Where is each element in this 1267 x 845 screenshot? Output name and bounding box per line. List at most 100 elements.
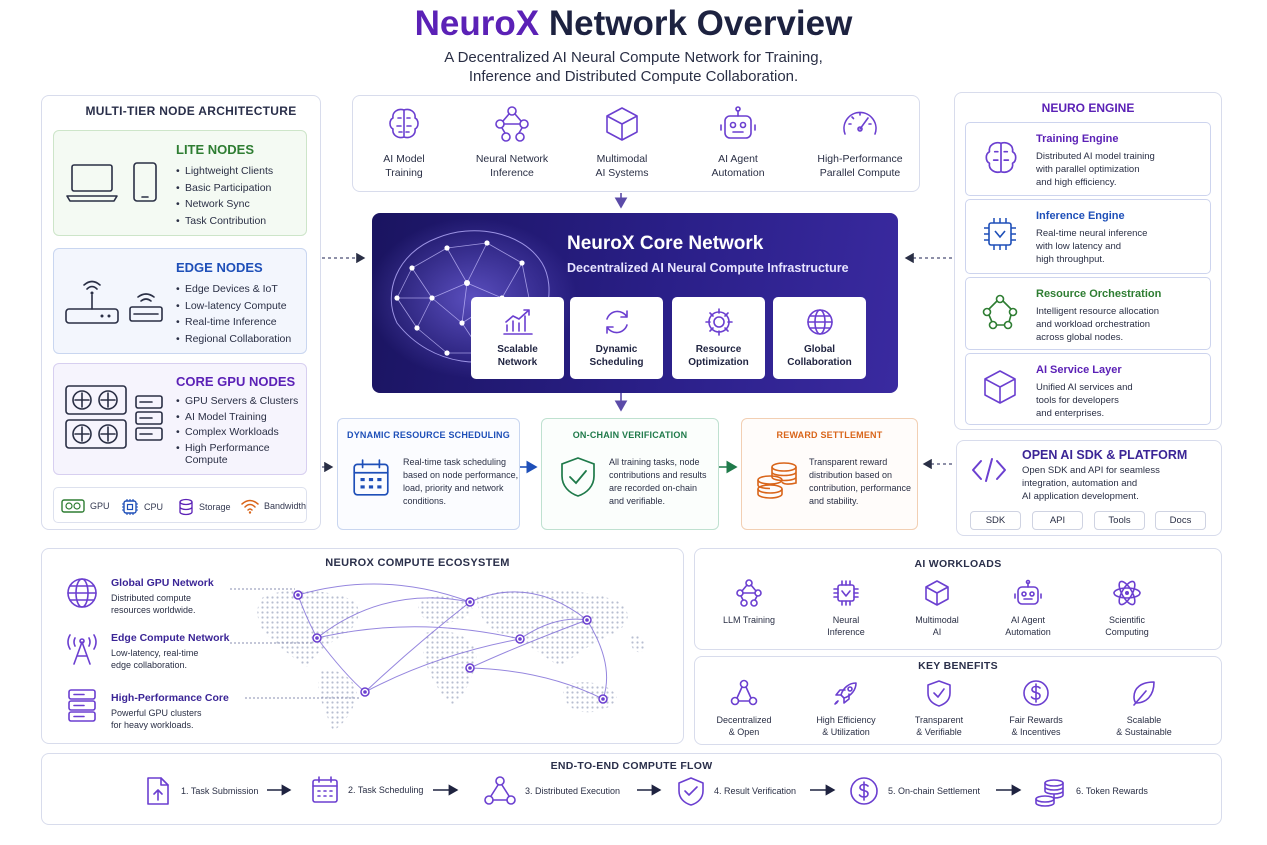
list-item: Real-time Inference [176,314,291,331]
tools-button[interactable]: Tools [1094,511,1145,530]
rocket-icon [834,682,857,705]
desc-line: with parallel optimization [1036,164,1140,175]
desc-line: and workload orchestration [1036,319,1151,330]
legend-bandwidth-label: Bandwidth [264,501,307,511]
capability-label-line1: Neural Network [475,153,549,165]
list-item-continued: Compute [176,454,298,467]
refresh-cycle-icon [605,310,628,334]
gpu-server-icon [65,385,163,449]
process-verification-title: ON-CHAIN VERIFICATION [572,430,688,440]
resource-legend [53,487,307,523]
benefit-label: High Efficiency [816,715,876,725]
workloads-title: AI WORKLOADS [914,558,1002,570]
capability-label-line2: Automation [711,167,765,179]
cube-icon [606,107,638,141]
network-graph-icon [982,294,1018,330]
flow-step-rewards: 6. Token Rewards [1032,775,1148,807]
tier-lite-title: LITE NODES [176,142,255,157]
docs-button[interactable]: Docs [1155,511,1206,530]
ecosystem-item-desc: Distributed compute resources worldwide. [111,592,196,616]
benefit-decentralized: Decentralized& Open [699,678,789,738]
dollar-coin-icon [850,777,878,805]
list-item: High Performance [176,441,298,457]
desc-line: Intelligent resource allocation [1036,306,1160,317]
neural-nodes-icon [495,106,529,142]
tier-lite-nodes: LITE NODES Lightweight Clients Basic Par… [53,130,307,236]
core-card-line2: Collaboration [787,357,852,368]
engine-orchestration-title: Resource Orchestration [1036,288,1162,300]
world-map-graphic [230,583,645,731]
brain-icon [389,108,419,139]
core-card-line1: Dynamic [595,344,638,355]
ecosystem-item-title: Global GPU Network [111,577,214,589]
workload-label: AI Agent [1010,615,1046,625]
capability-ai-model-training: AI Model Training [354,104,454,180]
title-brand: NeuroX [414,4,540,43]
desc-line: Distributed compute [111,593,192,603]
robot-icon [720,106,756,139]
brain-icon [985,141,1017,173]
desc-line: and stability. [809,496,859,506]
benefit-label: Fair Rewards [1009,715,1063,725]
tier-core-gpu-title: CORE GPU NODES [176,374,296,389]
gear-icon [704,308,733,336]
cpu-icon [122,499,138,515]
desc-line: contribution, performance [809,483,912,493]
cube-icon [984,370,1016,404]
flow-step-label: 2. Task Scheduling [348,785,424,795]
flow-step-submission: 1. Task Submission [143,775,258,807]
engine-inference: Inference Engine Real-time neural infere… [965,199,1211,274]
desc-line: edge collaboration. [111,660,188,670]
list-item: Lightweight Clients [176,163,273,180]
capability-label-line2: Inference [490,167,534,179]
calendar-icon [312,776,338,803]
capabilities-panel [352,95,920,192]
legend-storage-label: Storage [199,502,231,512]
core-subtitle: Decentralized AI Neural Compute Infrastr… [567,261,849,275]
core-card-line2: Scheduling [589,357,644,368]
neuro-engine-title: NEURO ENGINE [1041,101,1135,115]
chip-icon [984,218,1016,250]
workload-label: Multimodal [915,615,959,625]
process-verification: ON-CHAIN VERIFICATION All training tasks… [541,418,719,530]
benefit-label-line2: & Verifiable [916,727,962,737]
workload-label-line2: Inference [827,627,865,637]
page-title: NeuroX Network Overview [0,4,1267,44]
flow-step-label: 5. On-chain Settlement [888,786,981,796]
engine-orchestration: Resource Orchestration Intelligent resou… [965,277,1211,350]
benefit-label-line2: & Open [728,727,760,737]
desc-line: and enterprises. [1036,408,1105,419]
legend-cpu: CPU [121,498,163,516]
capability-label-line2: Parallel Compute [819,167,901,179]
process-reward-title: REWARD SETTLEMENT [776,430,883,440]
flow-step-settlement: 5. On-chain Settlement [848,775,980,807]
desc-line: load, priority and network [403,483,504,493]
desc-line: high throughput. [1036,254,1105,265]
list-item: Basic Participation [176,180,273,197]
process-scheduling: DYNAMIC RESOURCE SCHEDULING Real-time ta… [337,418,520,530]
compute-flow-panel [41,753,1222,825]
api-button[interactable]: API [1032,511,1083,530]
shield-check-icon [678,777,704,806]
workload-label-line2: AI [932,627,942,637]
desc-line: conditions. [403,496,447,506]
legend-gpu-label: GPU [90,501,110,511]
benefit-label-line2: & Sustainable [1116,727,1172,737]
list-item: Network Sync [176,196,273,213]
atom-icon [1113,580,1141,606]
cube-icon [925,580,949,606]
benefit-transparent: Transparent& Verifiable [894,678,984,738]
desc-line: resources worldwide. [111,605,196,615]
sdk-button[interactable]: SDK [970,511,1021,530]
list-item: Regional Collaboration [176,331,291,348]
